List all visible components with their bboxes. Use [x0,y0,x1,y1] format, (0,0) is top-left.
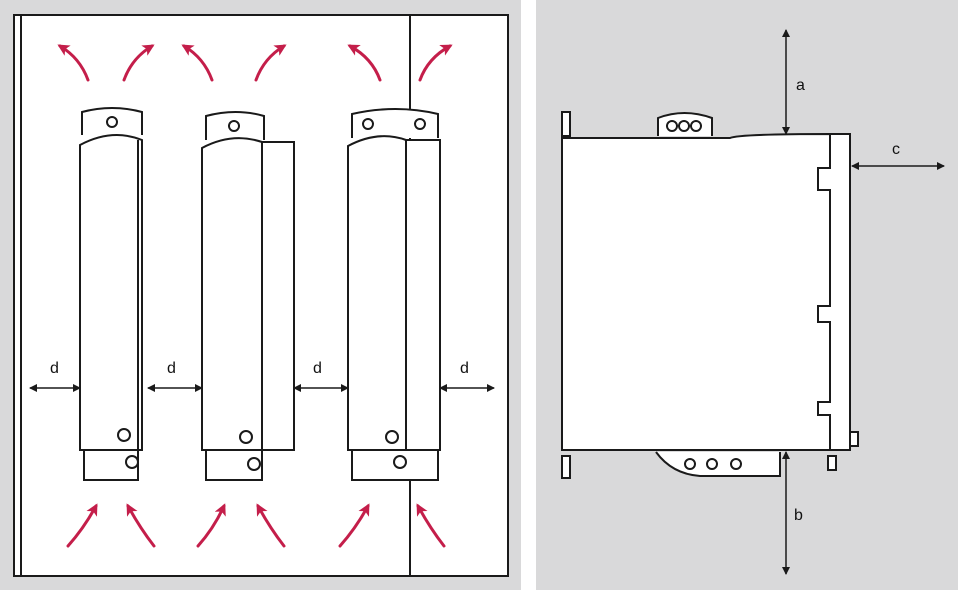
airflow-arrow-icon [126,503,156,548]
airflow-arrow-icon [122,44,155,82]
airflow-arrow-icon [418,44,453,82]
airflow-arrow-icon [66,503,98,548]
keyhole-mount-icon [362,118,374,130]
keyhole-mount-icon [414,118,426,130]
airflow-arrow-icon [57,44,90,82]
drive-unit-1 [79,107,143,481]
screw-terminal-icon [239,430,253,444]
airflow-in-arrows [66,503,446,548]
keyhole-mount-icon [106,116,118,128]
screw-terminal-icon [385,430,399,444]
clearance-dimensions [782,29,945,575]
label-c: c [892,141,900,158]
airflow-arrow-icon [254,44,287,82]
label-b: b [794,507,803,524]
label-a: a [796,77,805,94]
airflow-arrow-icon [347,44,382,82]
airflow-arrow-icon [181,44,214,82]
screw-terminal-icon [393,455,407,469]
airflow-out-arrows [57,44,453,82]
label-d-4: d [460,360,469,377]
screw-terminal-icon [247,457,261,471]
drive-unit-3 [347,108,441,481]
airflow-arrow-icon [256,503,286,548]
label-d-1: d [50,360,59,377]
screw-terminal-icon [125,455,139,469]
label-d-3: d [313,360,322,377]
airflow-arrow-icon [416,503,446,548]
airflow-arrow-icon [196,503,226,548]
label-d-2: d [167,360,176,377]
drive-unit-2 [201,111,295,481]
keyhole-mount-icon [228,120,240,132]
screw-terminal-icon [117,428,131,442]
drive-side-view [561,111,859,479]
airflow-arrow-icon [338,503,370,548]
